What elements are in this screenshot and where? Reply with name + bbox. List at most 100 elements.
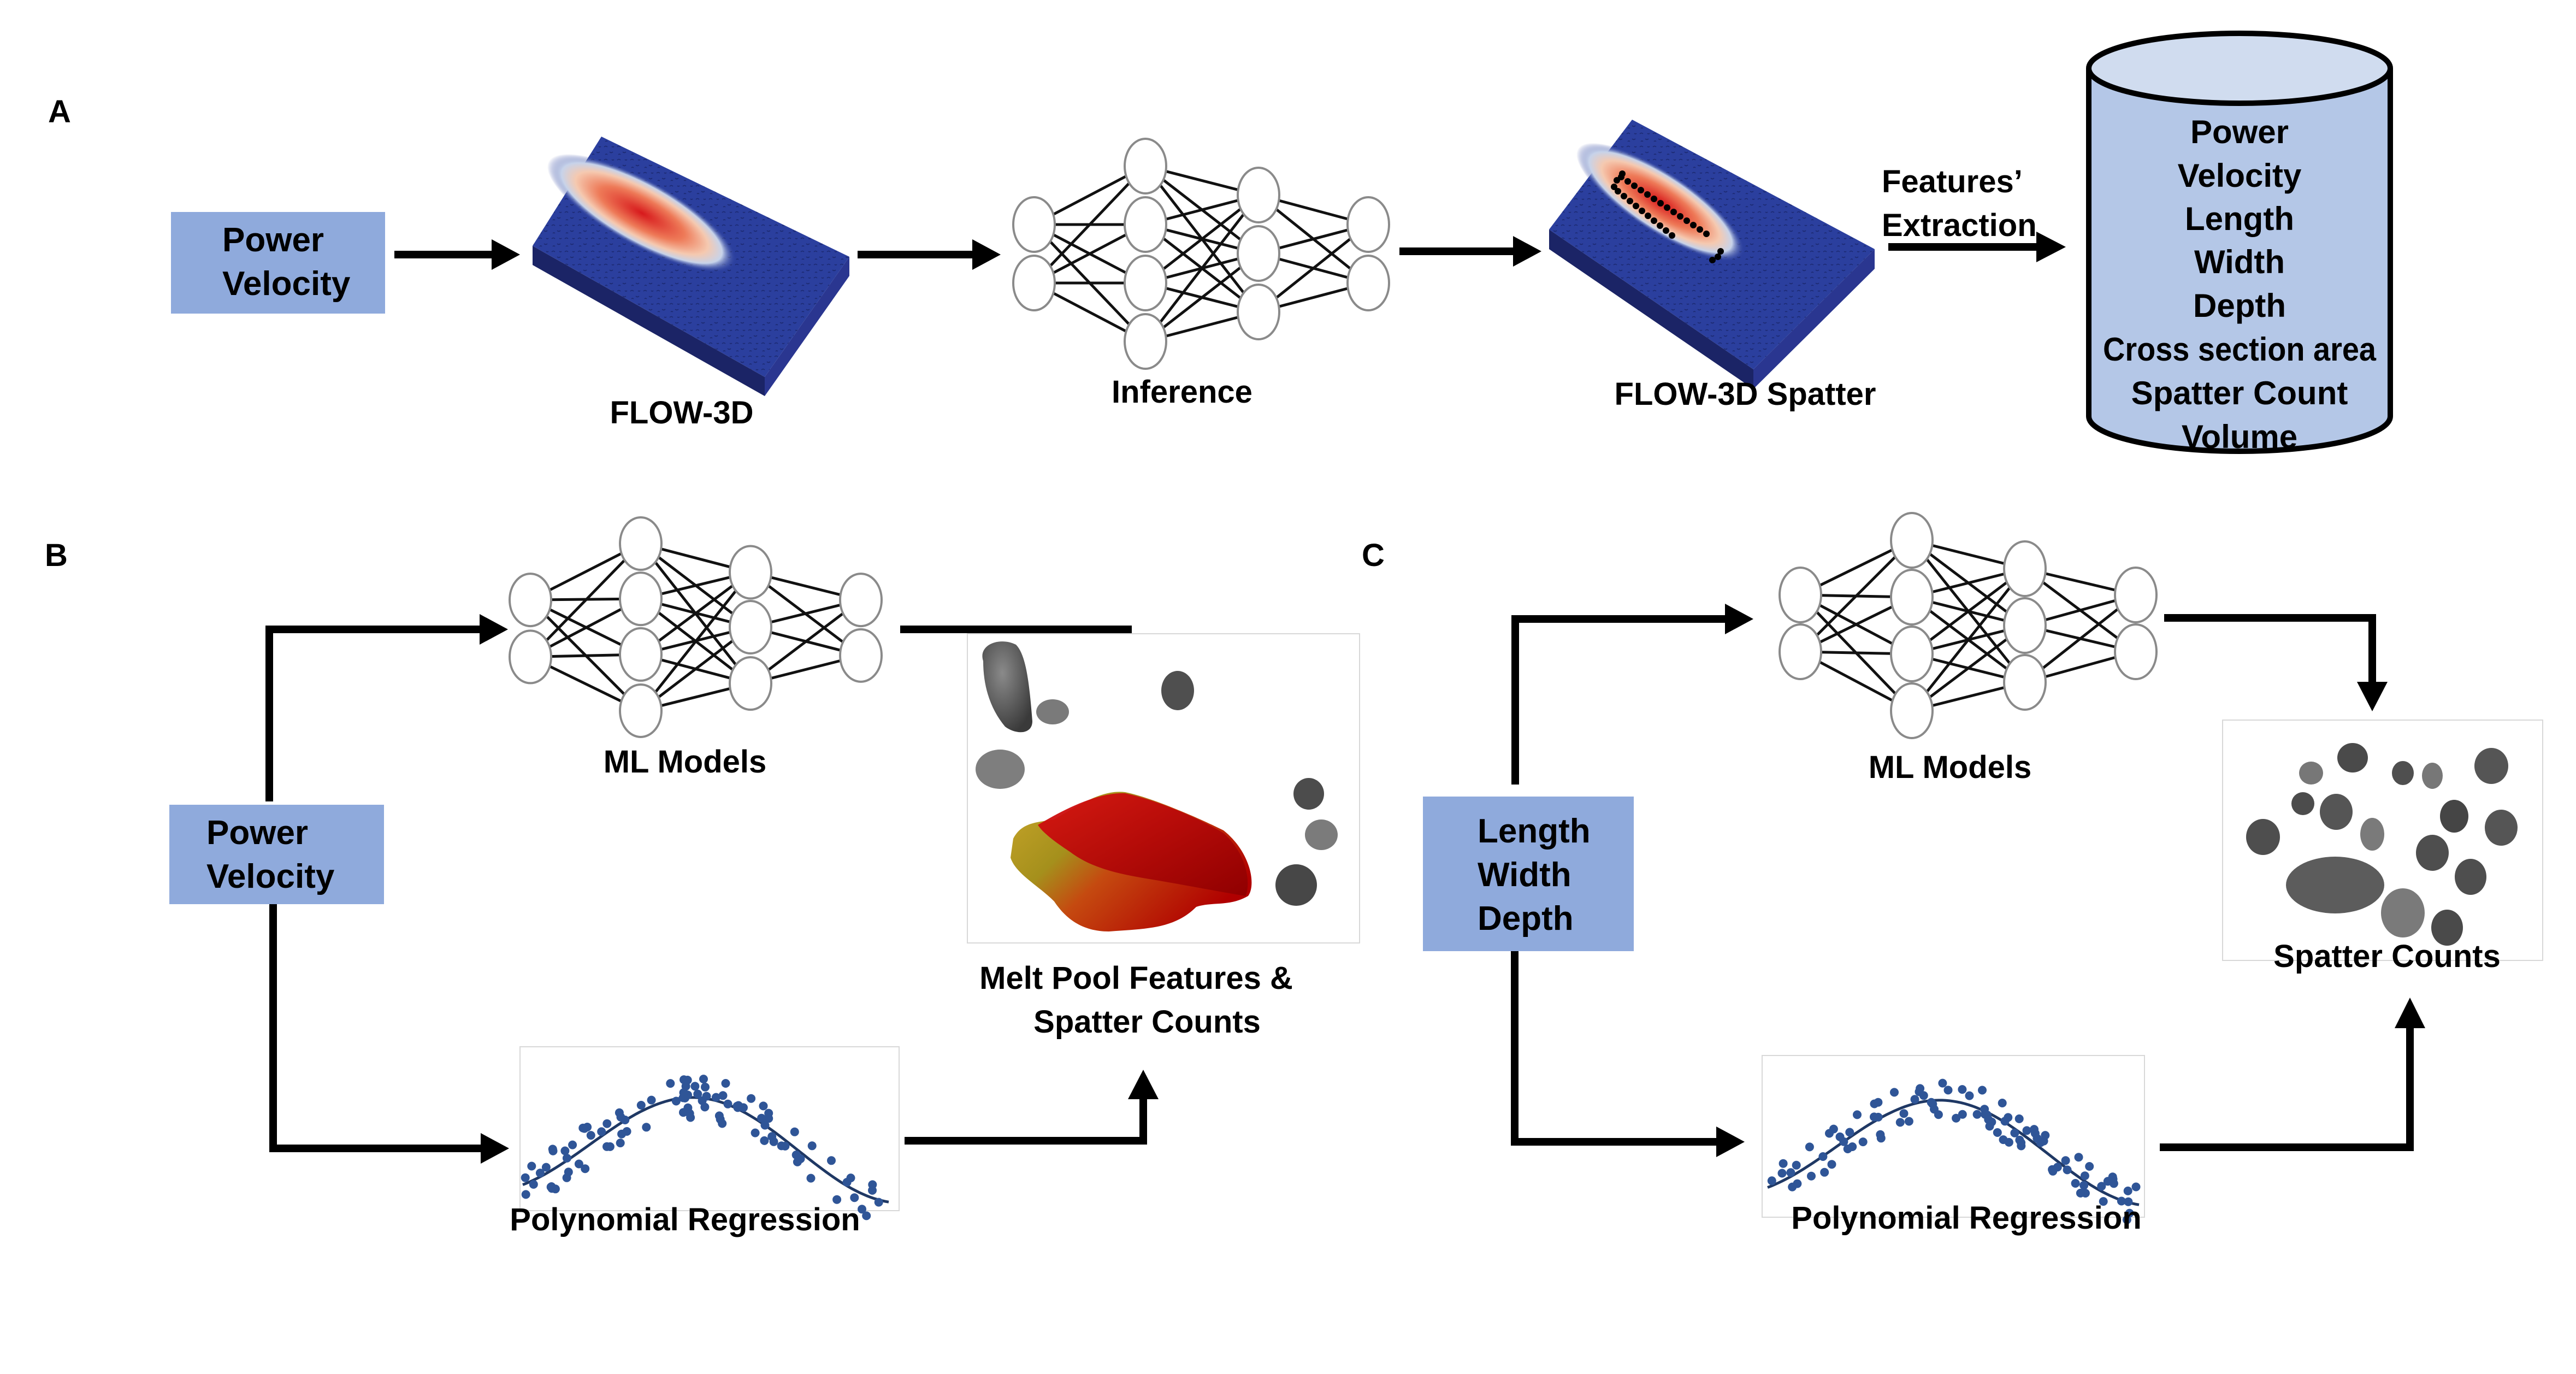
extraction-label-line-2: Extraction xyxy=(1882,208,2037,243)
spatter-particle xyxy=(1619,170,1626,177)
database-item: Width xyxy=(2194,244,2285,280)
spatter-particle xyxy=(2320,794,2353,830)
data-point xyxy=(2071,1179,2080,1188)
data-point xyxy=(679,1088,688,1097)
data-point xyxy=(760,1121,770,1130)
arrow-c-to-poly xyxy=(1511,951,1745,1157)
nn-node xyxy=(1346,196,1390,253)
data-point xyxy=(747,1094,756,1103)
data-point xyxy=(617,1129,627,1139)
data-point xyxy=(781,1141,790,1151)
data-point xyxy=(723,1099,732,1108)
data-point xyxy=(1777,1169,1787,1178)
data-point xyxy=(2022,1126,2031,1135)
polynomial-regression-label-c: Polynomial Regression xyxy=(1791,1200,2141,1236)
spatter-particle xyxy=(1651,196,1657,202)
nn-node xyxy=(1124,255,1167,311)
spatter-particle xyxy=(1639,208,1645,214)
spatter-particle xyxy=(2299,762,2323,785)
data-point xyxy=(1858,1137,1868,1147)
spatter-particle xyxy=(2291,792,2314,815)
spatter-particle xyxy=(2246,819,2280,855)
data-point xyxy=(2048,1166,2058,1176)
nn-node xyxy=(509,629,552,685)
polynomial-regression-label-b: Polynomial Regression xyxy=(510,1202,860,1237)
nn-node xyxy=(1124,196,1167,253)
data-point xyxy=(757,1113,766,1123)
arrowhead-icon xyxy=(481,1133,509,1164)
data-point xyxy=(647,1095,656,1105)
nn-node xyxy=(1779,567,1822,623)
nn-edge xyxy=(640,571,752,712)
nn-node xyxy=(839,573,883,628)
input-box-c-bg xyxy=(1423,797,1634,951)
data-point xyxy=(2061,1156,2070,1165)
data-point xyxy=(562,1173,571,1182)
spatter-particle xyxy=(2416,835,2449,871)
nn-node xyxy=(619,683,663,738)
data-point xyxy=(2122,1215,2131,1224)
ml-models-label-b: ML Models xyxy=(604,744,767,780)
data-point xyxy=(529,1180,538,1189)
melt-pool-image xyxy=(967,633,1360,943)
arrow-a1 xyxy=(394,239,520,270)
data-point xyxy=(759,1101,768,1111)
data-point xyxy=(1972,1110,1982,1119)
input-box-a: Power Velocity xyxy=(171,212,385,314)
spatter-particle xyxy=(1036,699,1069,724)
arrowhead-icon xyxy=(2036,232,2066,262)
data-point xyxy=(699,1075,708,1084)
spatter-particle xyxy=(1614,177,1620,184)
data-point xyxy=(842,1178,852,1187)
polynomial-regression-plot-b xyxy=(519,1046,900,1220)
flow3d-spatter-image xyxy=(1549,120,1875,389)
data-point xyxy=(806,1173,816,1183)
spatter-particle xyxy=(2337,743,2368,772)
data-point xyxy=(1958,1110,1967,1119)
data-point xyxy=(2017,1141,2026,1151)
spatter-counts-label: Spatter Counts xyxy=(2273,939,2501,974)
data-point xyxy=(666,1079,675,1088)
nn-edge xyxy=(1144,194,1260,284)
spatter-particle xyxy=(1709,257,1716,263)
inference-label: Inference xyxy=(1112,374,1252,410)
data-point xyxy=(1870,1099,1879,1108)
spatter-particle xyxy=(2474,748,2508,784)
input-box-b-line-2: Velocity xyxy=(206,858,335,895)
data-point xyxy=(2080,1171,2089,1181)
panel-a: A Power Velocity FLOW-3D Inference xyxy=(48,31,2393,455)
data-point xyxy=(1899,1109,1909,1118)
database-item: Volume xyxy=(2182,418,2297,455)
spatter-particle xyxy=(1669,232,1675,239)
arrow-b-to-poly xyxy=(269,904,509,1164)
data-point xyxy=(683,1103,693,1112)
nn-node xyxy=(1012,196,1056,253)
spatter-particle xyxy=(1627,198,1633,204)
data-point xyxy=(574,1159,583,1169)
data-point xyxy=(636,1101,646,1110)
data-point xyxy=(1938,1078,1947,1088)
data-point xyxy=(791,1151,801,1159)
data-point xyxy=(581,1164,590,1173)
spatter-particle xyxy=(1703,231,1710,237)
ml-models-neural-network xyxy=(509,516,883,738)
data-point xyxy=(521,1190,530,1199)
nn-node xyxy=(1890,512,1934,569)
ml-models-neural-network xyxy=(1779,512,2158,739)
input-box-a-bg xyxy=(171,212,385,314)
data-point xyxy=(1786,1168,1795,1177)
arrowhead-icon xyxy=(1513,236,1541,267)
arrowhead-icon xyxy=(2395,998,2425,1028)
data-point xyxy=(2085,1162,2094,1171)
spatter-particle xyxy=(1624,178,1631,185)
data-point xyxy=(1839,1137,1848,1146)
data-point xyxy=(769,1137,778,1146)
data-point xyxy=(671,1096,681,1106)
nn-node xyxy=(1237,284,1280,340)
spatter-particle xyxy=(976,750,1025,789)
arrow-b-to-ml xyxy=(265,614,508,801)
nn-node xyxy=(839,628,883,683)
data-point xyxy=(764,1114,773,1123)
melt-pool-label-line-2: Spatter Counts xyxy=(1033,1004,1261,1040)
spatter-particle xyxy=(1275,864,1317,906)
